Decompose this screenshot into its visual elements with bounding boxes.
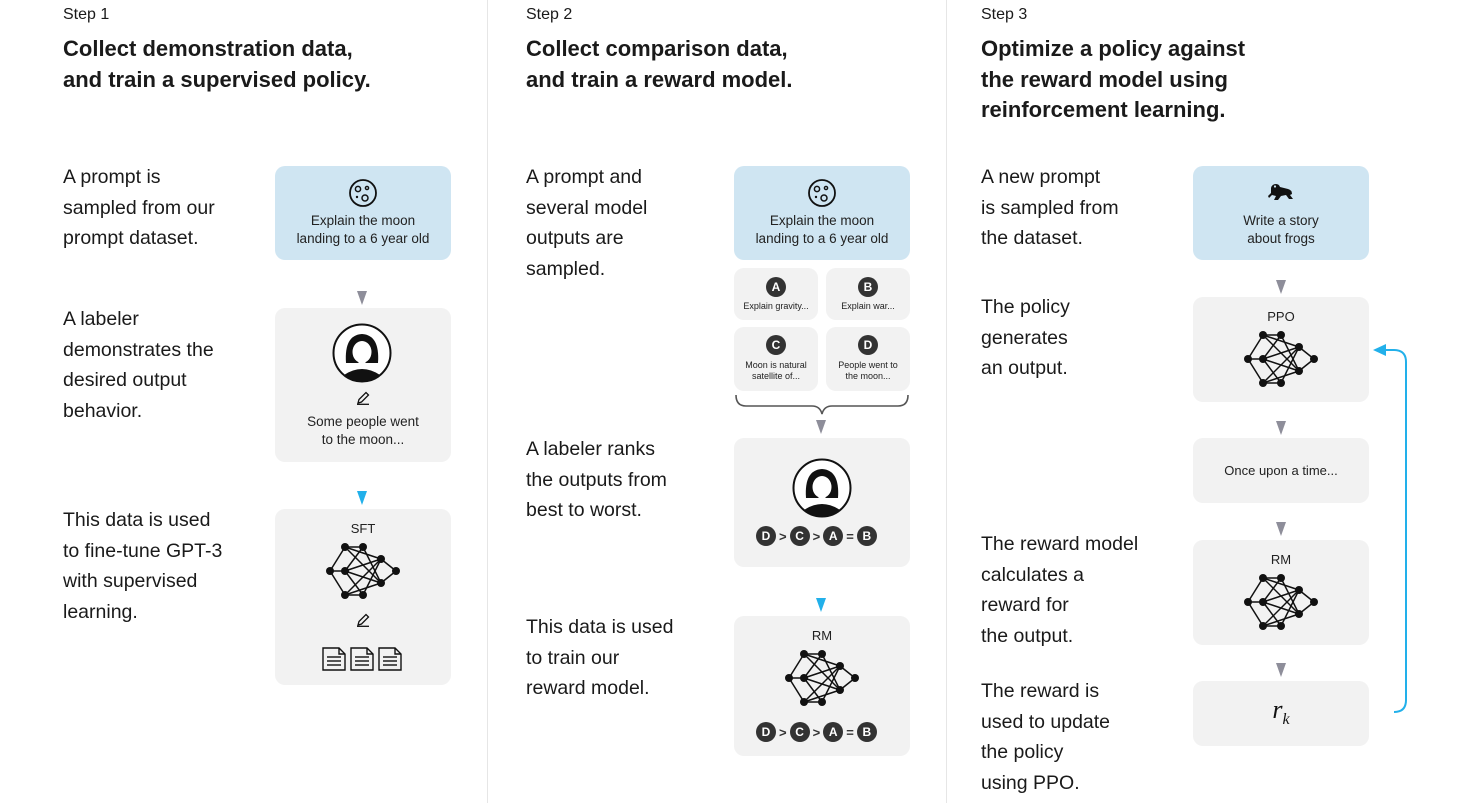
rank-op-2: >: [812, 724, 821, 740]
rank-item-1: D: [756, 722, 776, 742]
step2-ranking-2: D > C > A = B: [756, 722, 877, 742]
step3-output-text: Once upon a time...: [1224, 463, 1338, 478]
rank-op-3: =: [846, 528, 854, 544]
step1-desc-prompt: A prompt is sampled from our prompt data…: [63, 166, 215, 249]
rank-item-2: C: [789, 722, 810, 742]
person-icon: [792, 458, 852, 518]
column-divider-1: [487, 0, 488, 803]
frog-icon: [1268, 184, 1293, 200]
step3-label: Step 3: [981, 6, 1028, 23]
rank-item-4: B: [856, 722, 877, 742]
column-divider-2: [946, 0, 947, 803]
pencil-icon: [357, 391, 370, 405]
step3-policy-card: PPO: [1193, 297, 1369, 402]
step2-desc-train: This data is used to train our reward mo…: [526, 616, 674, 699]
step3-policy-title: PPO: [1267, 309, 1295, 324]
step3-desc-policy: The policy generates an output.: [981, 296, 1070, 379]
step3-rm-title: RM: [1270, 552, 1292, 567]
rank-op-2: >: [812, 528, 821, 544]
step3-arrow-3: [1276, 522, 1286, 536]
output-badge-d: D: [858, 335, 878, 355]
step2-arrow-2: [816, 598, 826, 612]
step2-desc-ranks: A labeler ranks the outputs from best to…: [526, 438, 667, 521]
rank-item-1: D: [756, 526, 776, 546]
output-text-b: Explain war...: [841, 301, 895, 311]
rank-item-2: C: [789, 526, 810, 546]
rank-item-3: A: [823, 526, 844, 546]
step2-label: Step 2: [526, 6, 573, 23]
step3-desc-prompt: A new prompt is sampled from the dataset…: [981, 166, 1119, 249]
moon-icon: [808, 179, 836, 207]
step3-output-card: Once upon a time...: [1193, 438, 1369, 503]
step2-rm-card: RM D > C > A = B: [734, 616, 910, 756]
step3-desc-update: The reward is used to update the policy …: [981, 680, 1111, 794]
output-text-a: Explain gravity...: [743, 301, 809, 311]
neural-network-icon: [326, 543, 400, 599]
step2-ranking-1: D > C > A = B: [756, 526, 877, 546]
step2-model-title: RM: [811, 628, 833, 643]
step1-desc-finetune: This data is used to fine-tune GPT-3 wit…: [63, 509, 223, 623]
step2-prompt-card: Explain the moon landing to a 6 year old: [734, 166, 910, 260]
neural-network-icon: [1244, 331, 1318, 387]
output-text-c: Moon is natural satellite of...: [745, 360, 807, 381]
step3-arrow-1: [1276, 280, 1286, 294]
pencil-icon: [357, 613, 370, 627]
step2-desc-sampled: A prompt and several model outputs are s…: [526, 166, 648, 280]
step1-demo-text: Some people went to the moon...: [307, 414, 419, 447]
rank-item-3: A: [823, 722, 844, 742]
step1-model-title: SFT: [350, 521, 376, 536]
output-card-c: C Moon is natural satellite of...: [734, 327, 818, 391]
step1-arrow-1: [357, 291, 367, 305]
step3-arrow-4: [1276, 663, 1286, 677]
feedback-arrow-icon: [1373, 344, 1407, 713]
step3-prompt-text: Write a story about frogs: [1243, 213, 1319, 246]
step1-prompt-card: Explain the moon landing to a 6 year old: [275, 166, 451, 260]
reward-r: r: [1272, 695, 1283, 724]
step1-sft-card: SFT: [275, 509, 451, 685]
person-icon: [332, 323, 392, 383]
neural-network-icon: [785, 650, 859, 706]
step1-heading: Collect demonstration data, and train a …: [63, 36, 371, 92]
step3-desc-reward-model: The reward model calculates a reward for…: [981, 533, 1139, 647]
step3-rm-card: RM: [1193, 540, 1369, 645]
step2-prompt-text: Explain the moon landing to a 6 year old: [755, 213, 889, 246]
reward-k: k: [1282, 711, 1290, 729]
moon-icon: [349, 179, 377, 207]
step3-prompt-card: Write a story about frogs: [1193, 166, 1369, 260]
step3-reward-card: rk: [1193, 681, 1369, 746]
rank-op-1: >: [779, 724, 787, 740]
output-badge-c: C: [766, 335, 786, 355]
step1-desc-labeler: A labeler demonstrates the desired outpu…: [63, 308, 214, 422]
step2-heading: Collect comparison data, and train a rew…: [526, 36, 793, 92]
output-badge-a: A: [766, 277, 786, 297]
output-text-d: People went to the moon...: [838, 360, 898, 381]
output-card-d: D People went to the moon...: [826, 327, 910, 391]
neural-network-icon: [1244, 574, 1318, 630]
document-icon: [322, 647, 402, 671]
rank-op-3: =: [846, 724, 854, 740]
step2-labeler-card: D > C > A = B: [734, 438, 910, 567]
rank-op-1: >: [779, 528, 787, 544]
step1-labeler-card: Some people went to the moon...: [275, 308, 451, 462]
output-card-b: B Explain war...: [826, 268, 910, 320]
output-card-a: A Explain gravity...: [734, 268, 818, 320]
reward-symbol: rk: [1193, 695, 1369, 729]
step1-prompt-text: Explain the moon landing to a 6 year old: [296, 213, 430, 246]
step3-arrow-2: [1276, 421, 1286, 435]
curly-brace-icon: [735, 394, 909, 415]
rank-item-4: B: [856, 526, 877, 546]
step3-heading: Optimize a policy against the reward mod…: [981, 36, 1246, 122]
step1-arrow-2: [357, 491, 367, 505]
output-badge-b: B: [858, 277, 878, 297]
step2-arrow-1: [816, 420, 826, 434]
step1-label: Step 1: [63, 6, 110, 23]
